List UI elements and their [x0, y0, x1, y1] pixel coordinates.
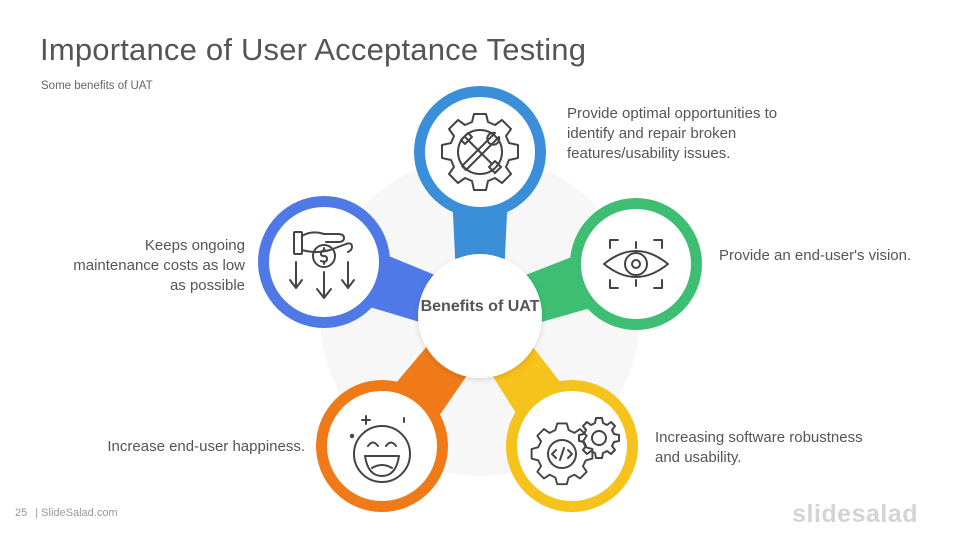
center-circle	[418, 254, 542, 378]
footer-site: | SlideSalad.com	[35, 507, 118, 519]
benefit-text-4: Increase end-user happiness.	[107, 438, 305, 455]
eye-target-icon	[603, 239, 669, 289]
footer: 25 | SlideSalad.com	[15, 507, 122, 519]
slide-title: Importance of User Acceptance Testing	[40, 32, 587, 67]
benefit-text-2: Provide an end-user's vision.	[719, 247, 912, 264]
cost-reduction-icon	[289, 231, 355, 299]
gear-tools-icon	[441, 113, 519, 191]
petals-group	[258, 86, 702, 512]
page-number: 25	[15, 507, 28, 519]
center-label: Benefits of UAT	[420, 298, 540, 315]
slide-subtitle: Some benefits of UAT	[41, 80, 153, 92]
benefit-text-3: Increasing software robustness and usabi…	[655, 429, 863, 466]
code-gears-icon	[530, 417, 620, 486]
petal-inner-2	[581, 209, 691, 319]
brand-logo: slidesalad	[792, 500, 918, 528]
petal-inner-4	[327, 391, 437, 501]
petal-inner-3	[517, 391, 627, 501]
smiley-face-icon	[349, 415, 411, 483]
benefit-text-1: Provide optimal opportunities to identif…	[567, 105, 778, 162]
benefit-text-5: Keeps ongoing maintenance costs as low a…	[73, 237, 245, 294]
